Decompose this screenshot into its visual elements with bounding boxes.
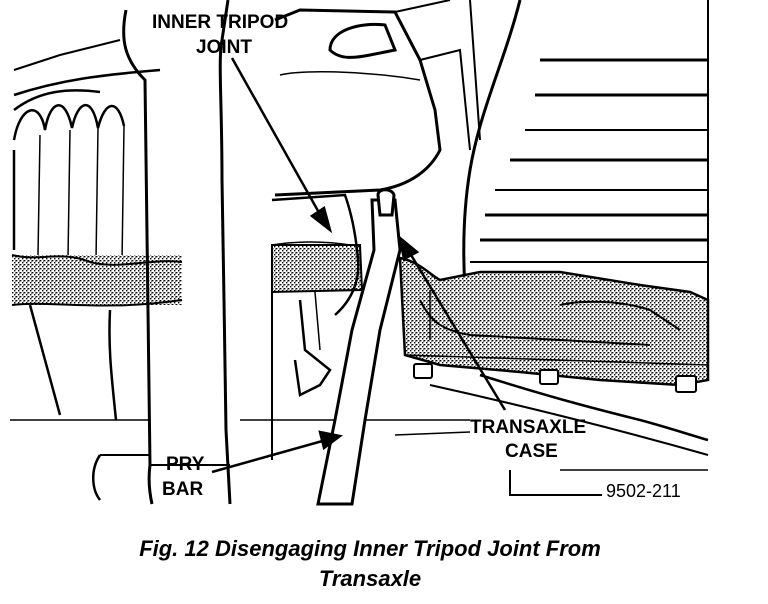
cv-boot-band-outline — [11, 254, 183, 307]
callout-arrows — [211, 57, 507, 474]
tripod-joint-shaded-area — [271, 244, 364, 294]
pry-bar-arrowhead — [318, 430, 343, 451]
figure-caption-line1: Fig. 12 Disengaging Inner Tripod Joint F… — [139, 536, 601, 561]
figure-caption-line2: Transaxle — [318, 566, 422, 591]
tripod-joint-body — [271, 193, 360, 460]
callout-transaxle-case-line2: CASE — [505, 441, 558, 462]
callout-pry-bar-line2: BAR — [162, 479, 203, 500]
lower-right-lines — [240, 373, 709, 496]
cv-boot-illustration — [12, 39, 161, 263]
figure-caption: Fig. 12 Disengaging Inner Tripod Joint F… — [0, 534, 740, 594]
inner-tripod-joint-housing — [274, 0, 471, 197]
callout-inner-tripod-joint-line2: JOINT — [196, 37, 252, 58]
transaxle-case-arrowhead — [398, 234, 420, 261]
lower-left-structure — [10, 304, 150, 501]
transaxle-case-details — [404, 290, 709, 366]
inner-tripod-joint-arrowhead — [309, 205, 333, 234]
vertical-member — [122, 0, 232, 505]
bolt-heads — [413, 363, 697, 393]
callout-pry-bar-line1: PRY — [166, 454, 205, 475]
engine-ribs — [462, 0, 709, 300]
callout-transaxle-case-line1: TRANSAXLE — [470, 417, 586, 438]
transaxle-case-shaded — [398, 256, 710, 387]
figure-number: 9502-211 — [606, 481, 681, 501]
pry-bar — [316, 188, 402, 506]
callout-inner-tripod-joint-line1: INNER TRIPOD — [152, 12, 288, 33]
